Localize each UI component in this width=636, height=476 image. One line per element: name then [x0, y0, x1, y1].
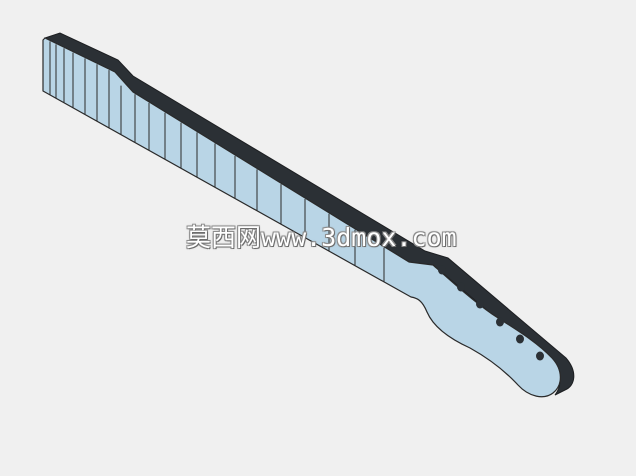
- tuner-holes: [438, 265, 544, 361]
- tuner-hole: [476, 299, 484, 309]
- tuner-hole: [536, 351, 544, 361]
- tuner-hole: [496, 317, 504, 327]
- tuner-hole: [516, 334, 524, 344]
- fret-lines: [49, 41, 385, 282]
- tuner-hole: [438, 265, 446, 275]
- tuner-hole: [457, 282, 465, 292]
